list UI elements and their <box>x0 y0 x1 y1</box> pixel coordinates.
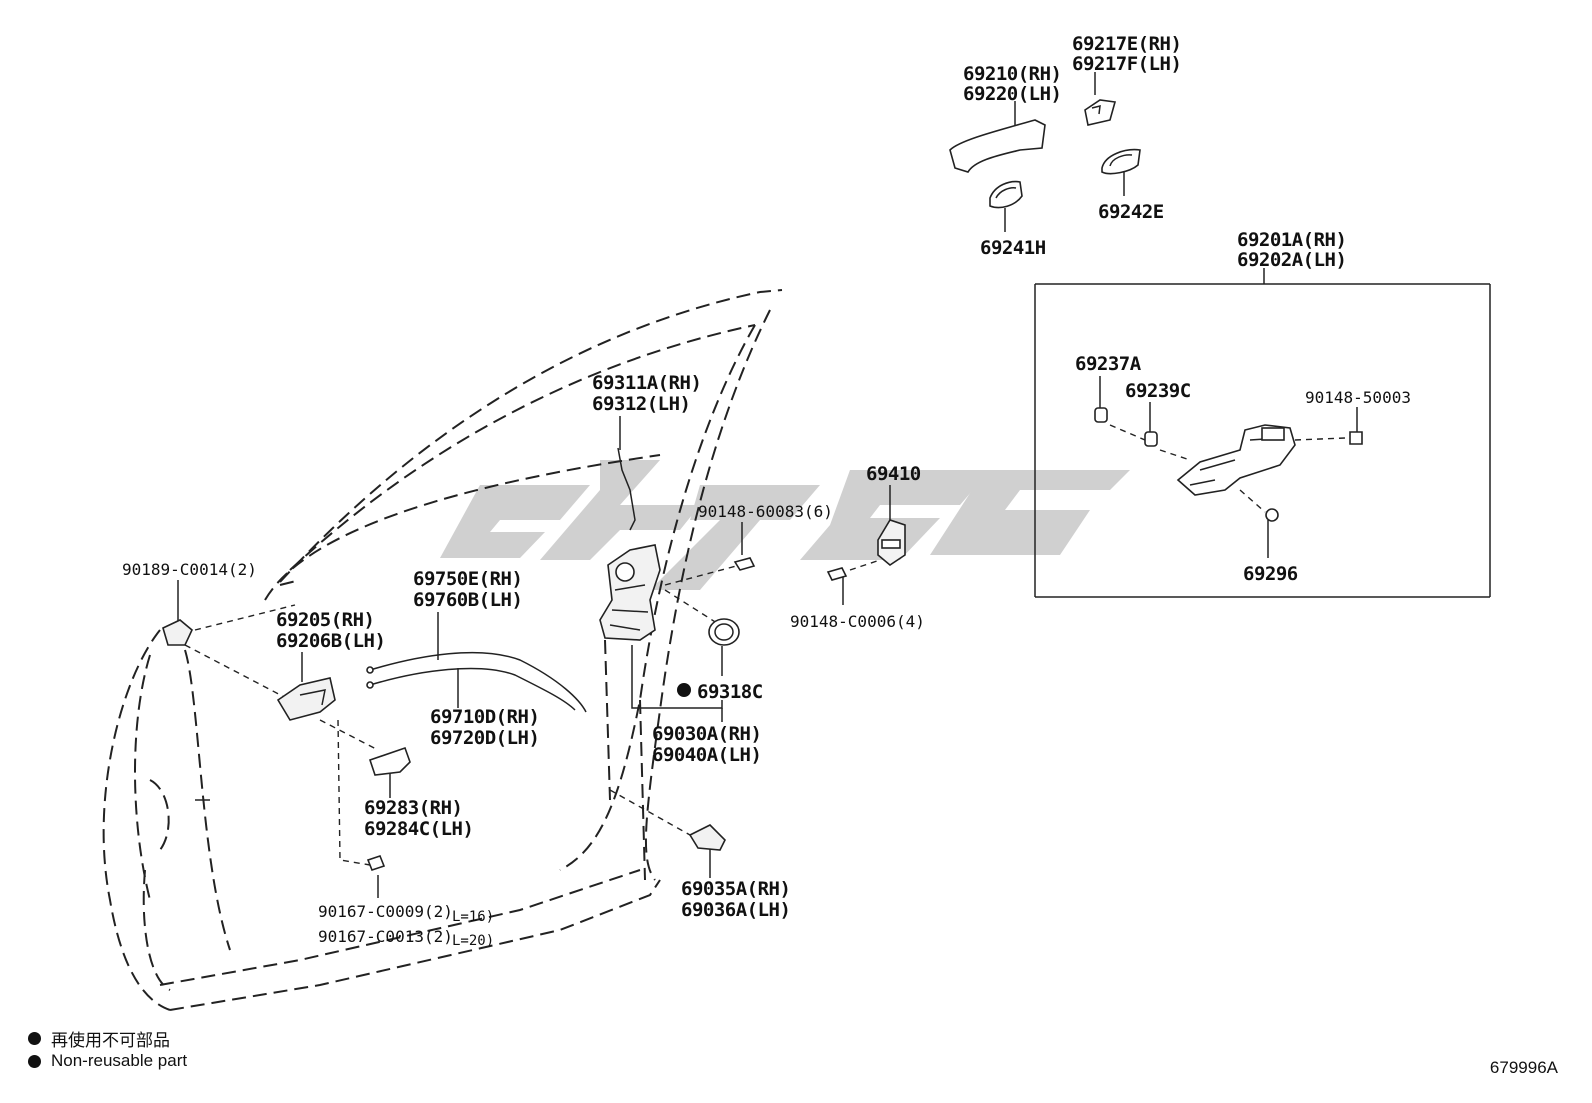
label-69242e: 69242E <box>1098 201 1164 223</box>
label-69205: 69205(RH) <box>276 609 374 631</box>
lock-cover-lower <box>688 824 726 851</box>
handle-cover-rh <box>1084 99 1117 126</box>
label-90167-c0009: 90167-C0009(2) <box>318 902 453 921</box>
watermark-logo <box>440 460 1130 590</box>
label-69202a: 69202A(LH) <box>1237 249 1346 271</box>
leader-lines <box>177 72 1491 898</box>
legend-japanese: 再使用不可部品 <box>28 1026 170 1051</box>
label-90148-60083: 90148-60083(6) <box>698 502 833 521</box>
label-69311a: 69311A(RH) <box>592 372 701 394</box>
label-69241h: 69241H <box>980 237 1046 259</box>
label-69720d: 69720D(LH) <box>430 727 539 749</box>
handle-pad-69241 <box>989 180 1023 209</box>
small-clips <box>1094 407 1363 522</box>
lock-cables <box>366 651 587 713</box>
label-69239c: 69239C <box>1125 380 1191 402</box>
door-lock-assy <box>599 544 661 641</box>
label-69237a: 69237A <box>1075 353 1142 375</box>
label-69710d: 69710D(RH) <box>430 706 539 728</box>
legend-english: Non-reusable part <box>28 1051 187 1071</box>
label-69312: 69312(LH) <box>592 393 690 415</box>
label-90148-c0006: 90148-C0006(4) <box>790 612 925 631</box>
door-outline <box>102 289 783 1011</box>
bullet-icon <box>28 1032 41 1045</box>
label-69296: 69296 <box>1243 563 1298 585</box>
label-69217f: 69217F(LH) <box>1072 53 1181 75</box>
label-69220: 69220(LH) <box>963 83 1061 105</box>
label-69318c: 69318C <box>697 681 763 703</box>
striker <box>877 519 906 566</box>
outside-handle <box>949 119 1046 173</box>
label-69217e: 69217E(RH) <box>1072 33 1181 55</box>
handle-frame-assy <box>1176 424 1296 496</box>
bullet-icon <box>28 1054 41 1068</box>
label-90167-c0013: 90167-C0013(2) <box>318 927 453 946</box>
label-69035a: 69035A(RH) <box>681 878 790 900</box>
legend-english-text: Non-reusable part <box>51 1051 188 1070</box>
label-69201a: 69201A(RH) <box>1237 229 1346 251</box>
part-labels: 69217E(RH) 69217F(LH) 69210(RH) 69220(LH… <box>122 33 1411 949</box>
screws <box>366 557 848 871</box>
door-lock-cover <box>708 618 740 646</box>
diagram-code: 679996A <box>1489 1058 1558 1077</box>
inside-handle <box>276 677 336 721</box>
label-69040a: 69040A(LH) <box>652 744 761 766</box>
label-69410: 69410 <box>866 463 921 485</box>
door-lock-rod <box>617 447 636 531</box>
label-69210: 69210(RH) <box>963 63 1061 85</box>
label-69036a: 69036A(LH) <box>681 899 790 921</box>
clip-90189 <box>162 619 193 646</box>
label-90167-c0013-length: L=20) <box>452 933 494 949</box>
label-69206b: 69206B(LH) <box>276 630 385 652</box>
non-reusable-marker <box>677 683 691 697</box>
label-90148-50003: 90148-50003 <box>1305 388 1411 407</box>
handle-pad-69242 <box>1101 148 1141 175</box>
inside-handle-bezel <box>368 746 411 776</box>
label-69030a: 69030A(RH) <box>652 723 761 745</box>
label-90167-c0009-length: L=16) <box>452 909 494 925</box>
label-69283: 69283(RH) <box>364 797 462 819</box>
legend-japanese-text: 再使用不可部品 <box>51 1031 170 1050</box>
label-69760b: 69760B(LH) <box>413 589 522 611</box>
label-69750e: 69750E(RH) <box>413 568 522 590</box>
label-69284c: 69284C(LH) <box>364 818 473 840</box>
label-90189-c0014: 90189-C0014(2) <box>122 560 257 579</box>
